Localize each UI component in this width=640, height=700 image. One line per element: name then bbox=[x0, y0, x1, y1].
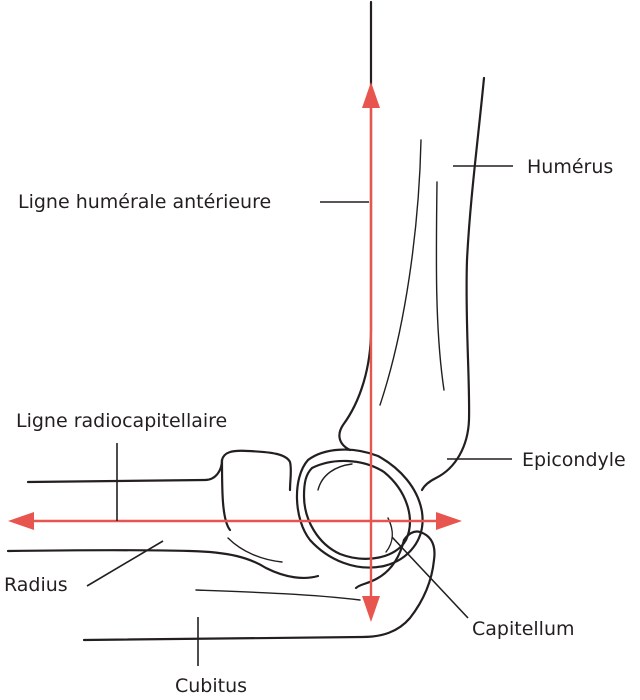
arrowhead-right-icon bbox=[436, 512, 462, 530]
label-epicondyle: Epicondyle bbox=[522, 449, 626, 471]
capitellum-outer-outline bbox=[295, 448, 424, 569]
radius-lower-outline bbox=[6, 549, 320, 579]
leader-radius bbox=[86, 540, 164, 587]
leader-capitellum bbox=[391, 536, 469, 619]
label-humerus: Humérus bbox=[527, 156, 613, 178]
arrowhead-down-icon bbox=[362, 596, 380, 622]
humerus-posterior-outline bbox=[420, 76, 486, 492]
arrowhead-up-icon bbox=[362, 82, 380, 108]
capitellum-inner-outline bbox=[302, 459, 411, 560]
anterior-humeral-line bbox=[362, 82, 380, 622]
ulna-cortex-line bbox=[195, 589, 361, 601]
label-cubitus: Cubitus bbox=[175, 675, 247, 697]
radius-tuberosity bbox=[227, 537, 283, 563]
ulna-olecranon bbox=[354, 538, 406, 590]
radius-head-neck bbox=[220, 458, 232, 532]
capitellum-inner-arc-2 bbox=[385, 517, 393, 553]
label-radiocapitellar-line: Ligne radiocapitellaire bbox=[16, 410, 227, 432]
humerus-anterior-outline bbox=[338, 0, 373, 452]
humerus-cortex-line-1 bbox=[379, 139, 422, 406]
arrowhead-left-icon bbox=[8, 512, 34, 530]
capitellum-inner-arc bbox=[317, 463, 353, 491]
label-capitellum: Capitellum bbox=[472, 618, 575, 640]
label-anterior-humeral-line: Ligne humérale antérieure bbox=[18, 191, 271, 213]
ulna-outline bbox=[82, 530, 436, 642]
radius-upper-outline bbox=[26, 449, 292, 492]
label-radius: Radius bbox=[4, 574, 68, 596]
humerus-cortex-line-2 bbox=[435, 181, 445, 391]
radiocapitellar-line bbox=[8, 512, 462, 530]
